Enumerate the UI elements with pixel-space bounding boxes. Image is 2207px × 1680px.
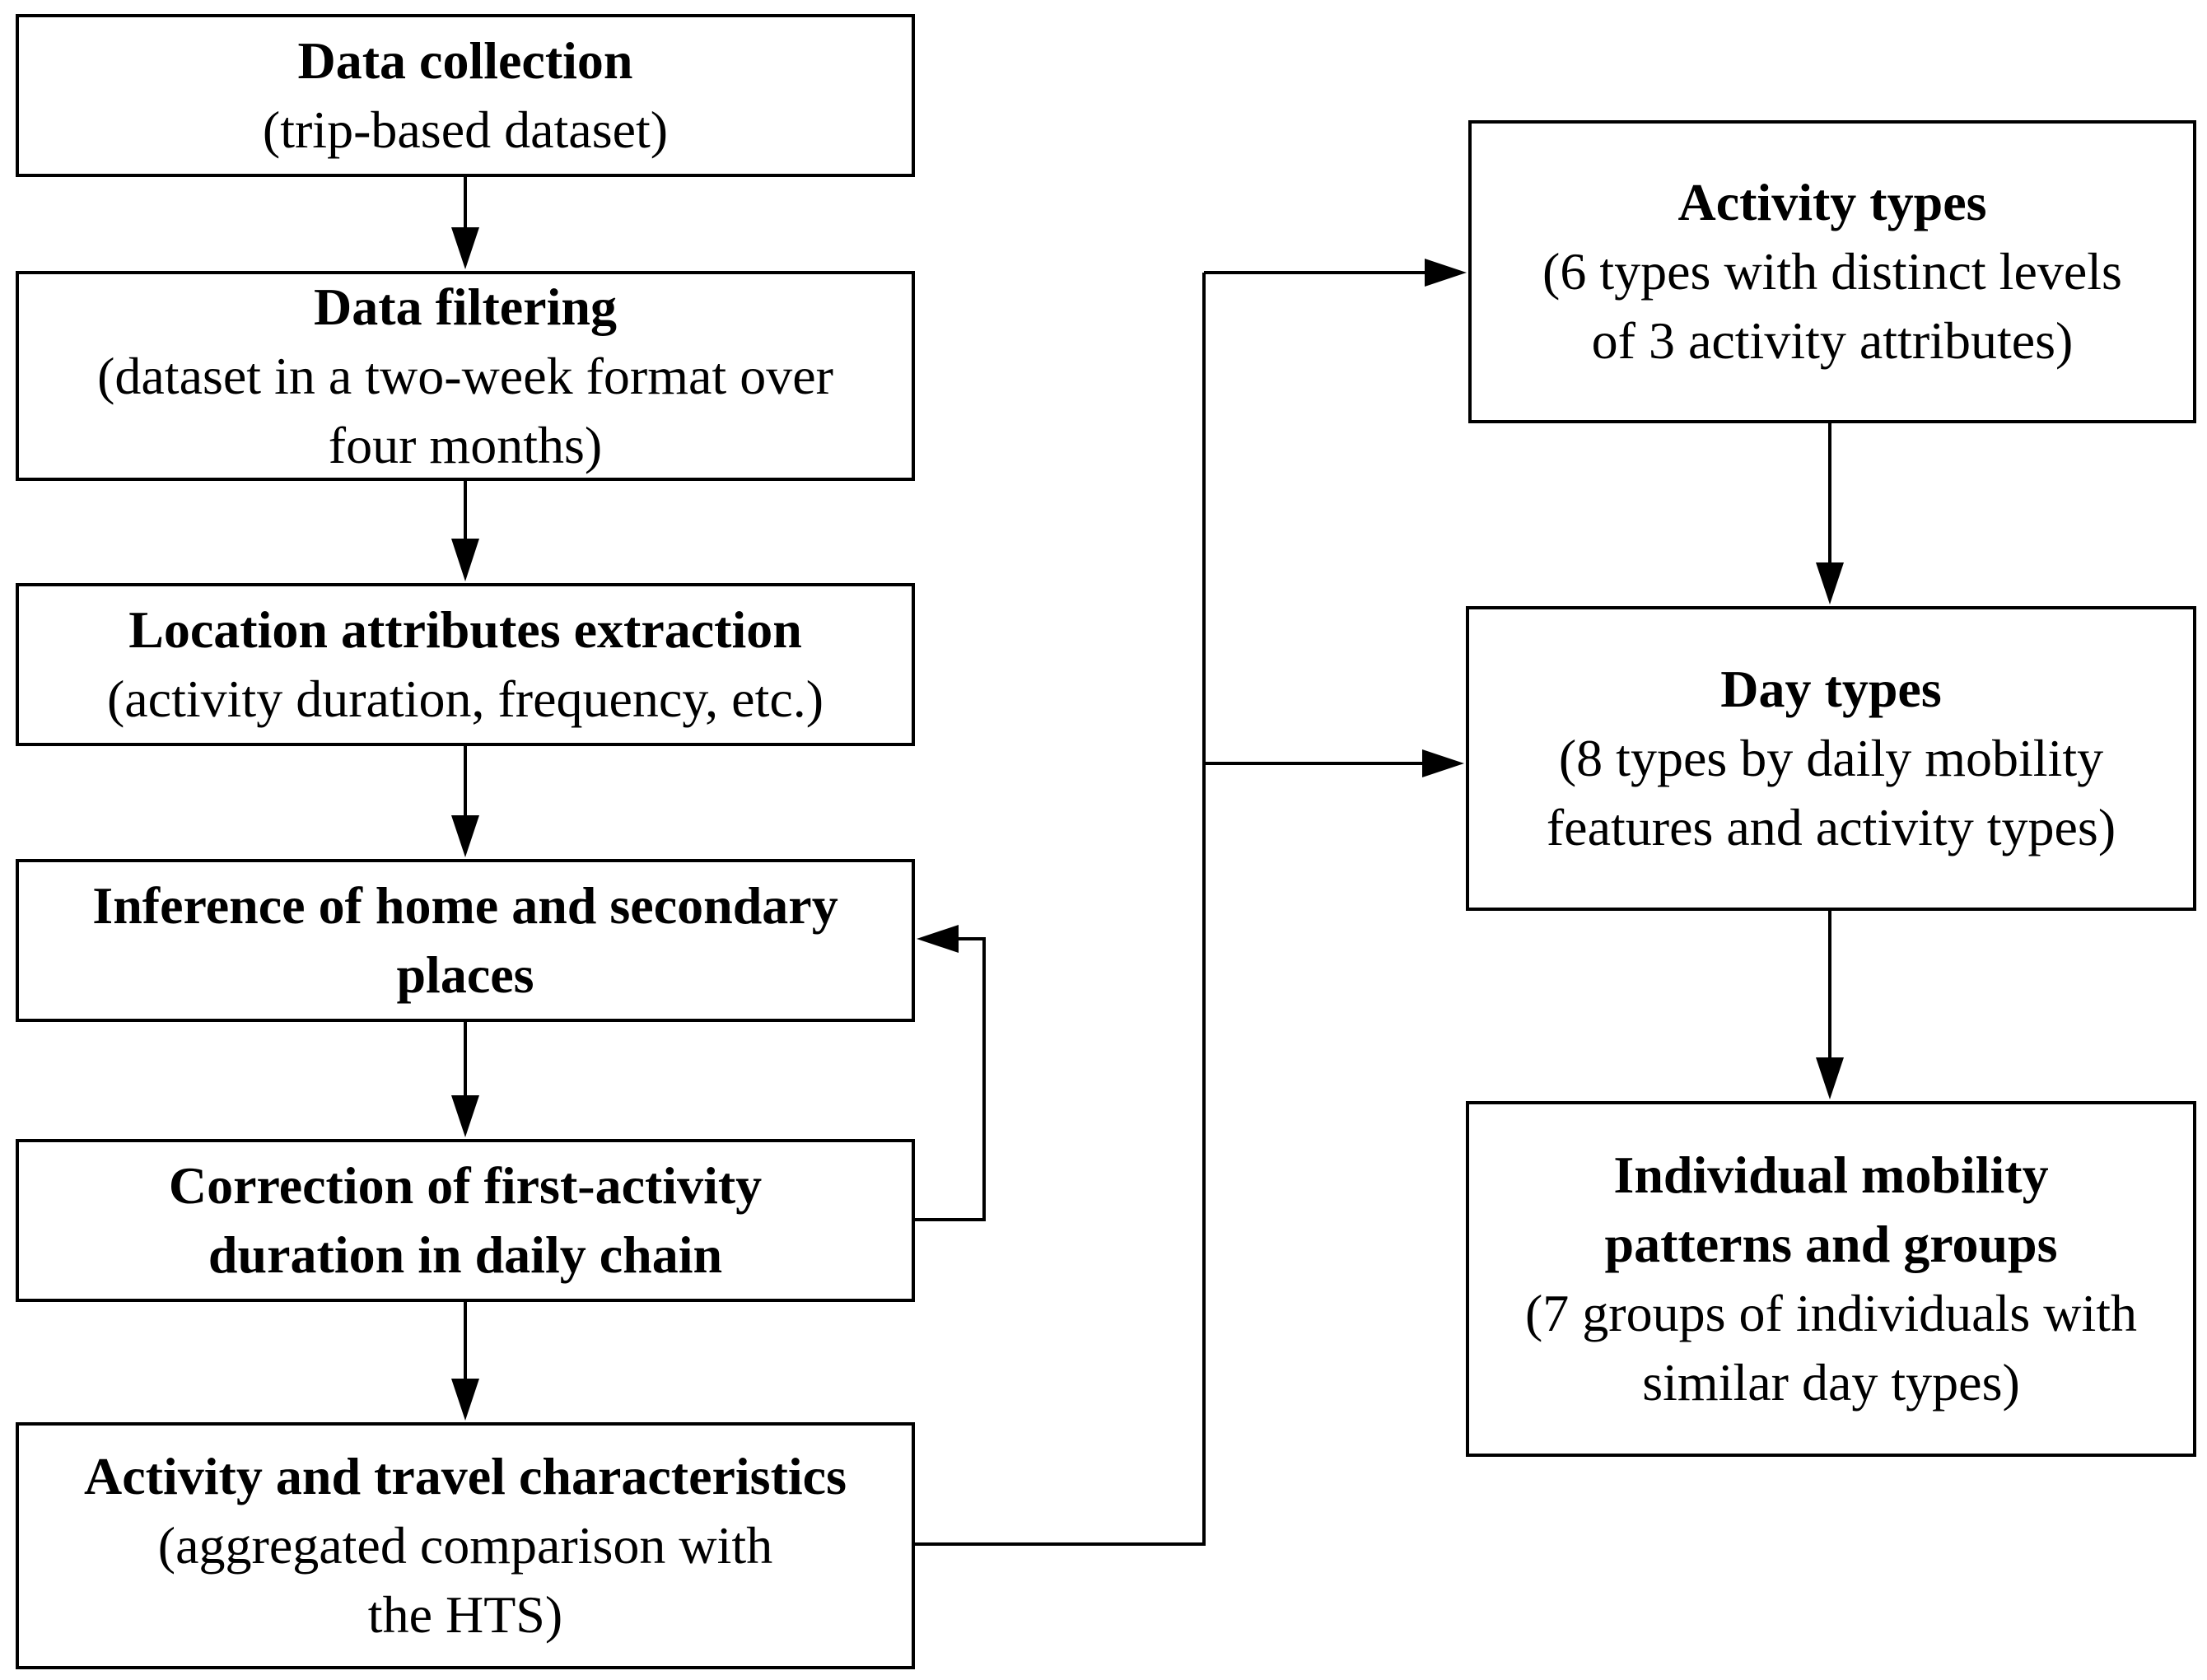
day-types-subtitle: (8 types by daily mobility features and … bbox=[1546, 729, 2116, 856]
data-collection-subtitle: (trip-based dataset) bbox=[262, 100, 669, 159]
inference-title: Inference of home and secondary places bbox=[92, 876, 838, 1004]
data-collection-box: Data collection (trip-based dataset) bbox=[16, 14, 915, 177]
data-filtering-title: Data filtering bbox=[314, 277, 617, 336]
activity-travel-subtitle: (aggregated comparison with the HTS) bbox=[157, 1516, 773, 1644]
correction-title: Correction of first-activity duration in… bbox=[168, 1156, 763, 1284]
day-types-box: Day types (8 types by daily mobility fea… bbox=[1466, 606, 2196, 911]
activity-types-box: Activity types (6 types with distinct le… bbox=[1468, 120, 2196, 423]
arrow-activity-travel-branch bbox=[915, 259, 1467, 1546]
inference-box: Inference of home and secondary places bbox=[16, 859, 915, 1022]
arrow-filtering-to-location bbox=[451, 481, 479, 581]
activity-types-subtitle: (6 types with distinct levels of 3 activ… bbox=[1542, 242, 2122, 370]
data-filtering-box: Data filtering (dataset in a two-week fo… bbox=[16, 271, 915, 481]
arrow-correction-feedback-to-inference bbox=[915, 925, 986, 1221]
individual-patterns-subtitle: (7 groups of individuals with similar da… bbox=[1524, 1284, 2138, 1412]
location-attributes-subtitle: (activity duration, frequency, etc.) bbox=[106, 670, 824, 728]
arrow-activity-types-to-day-types bbox=[1816, 423, 1844, 604]
arrow-inference-to-correction bbox=[451, 1022, 479, 1137]
arrow-location-to-inference bbox=[451, 746, 479, 857]
activity-travel-box: Activity and travel characteristics (agg… bbox=[16, 1422, 915, 1669]
individual-patterns-title: Individual mobility patterns and groups bbox=[1604, 1146, 2058, 1273]
location-attributes-box: Location attributes extraction (activity… bbox=[16, 583, 915, 746]
correction-box: Correction of first-activity duration in… bbox=[16, 1139, 915, 1302]
activity-travel-title: Activity and travel characteristics bbox=[84, 1447, 847, 1505]
individual-patterns-box: Individual mobility patterns and groups … bbox=[1466, 1101, 2196, 1457]
arrow-correction-to-activity-travel bbox=[451, 1302, 479, 1421]
activity-types-title: Activity types bbox=[1677, 173, 1987, 231]
location-attributes-title: Location attributes extraction bbox=[128, 600, 802, 659]
day-types-title: Day types bbox=[1720, 660, 1942, 718]
arrow-collection-to-filtering bbox=[451, 177, 479, 269]
data-filtering-subtitle: (dataset in a two-week format over four … bbox=[97, 346, 833, 474]
arrow-day-types-to-individual bbox=[1816, 911, 1844, 1099]
data-collection-title: Data collection bbox=[297, 31, 633, 90]
